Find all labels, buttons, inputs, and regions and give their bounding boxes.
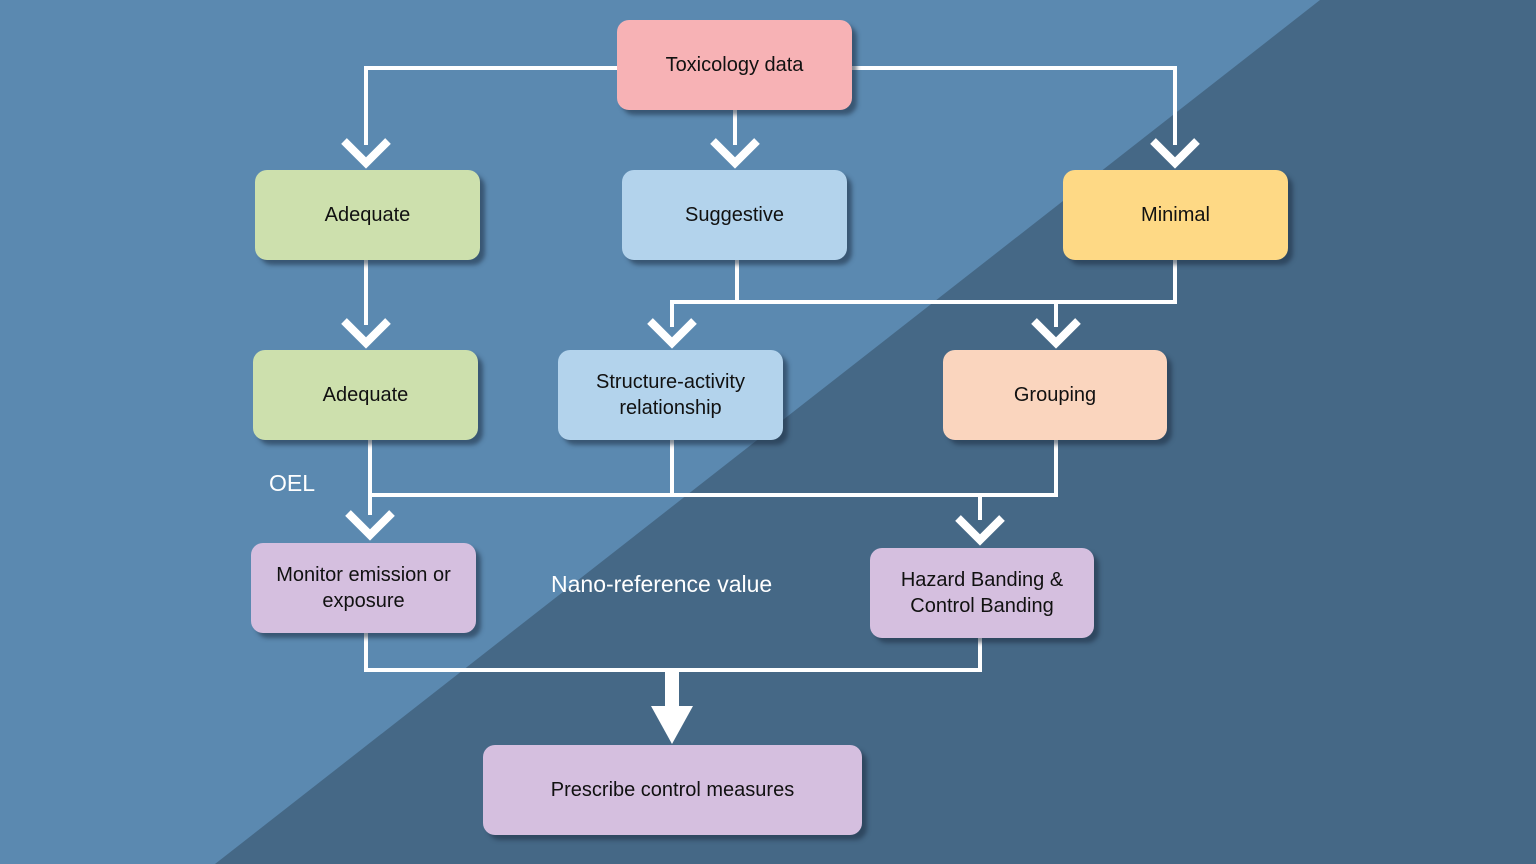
node-prescribe-control: Prescribe control measures bbox=[483, 745, 862, 835]
node-grouping: Grouping bbox=[943, 350, 1167, 440]
node-adequate-2: Adequate bbox=[253, 350, 478, 440]
node-suggestive: Suggestive bbox=[622, 170, 847, 260]
node-minimal: Minimal bbox=[1063, 170, 1288, 260]
node-adequate-1: Adequate bbox=[255, 170, 480, 260]
node-label: Hazard Banding & Control Banding bbox=[900, 569, 1064, 617]
node-label: Adequate bbox=[324, 204, 411, 226]
node-label: Minimal bbox=[1141, 204, 1210, 226]
node-label: Suggestive bbox=[685, 204, 784, 226]
label-oel: OEL bbox=[269, 470, 316, 496]
node-label: Adequate bbox=[322, 384, 409, 406]
arrowheads bbox=[341, 138, 1200, 546]
node-label: Toxicology data bbox=[665, 54, 804, 76]
connector-tox-minimal bbox=[852, 66, 1177, 145]
label-nano-reference-value: Nano-reference value bbox=[551, 571, 773, 597]
main-arrow-head-icon bbox=[651, 706, 693, 744]
chevron-arrow-icon bbox=[341, 318, 391, 349]
main-arrow-shaft bbox=[665, 670, 679, 710]
node-label: Monitor emission or exposure bbox=[276, 564, 451, 612]
chevron-arrow-icon bbox=[341, 138, 391, 169]
chevron-arrow-icon bbox=[1150, 138, 1200, 169]
connectors bbox=[364, 66, 1177, 672]
chevron-arrow-icon bbox=[955, 515, 1005, 546]
chevron-arrow-icon bbox=[1031, 318, 1081, 349]
chevron-arrow-icon bbox=[647, 318, 697, 349]
node-structure-activity: Structure-activity relationship bbox=[558, 350, 783, 440]
connector-tox-adequate bbox=[364, 66, 617, 145]
chevron-arrow-icon bbox=[710, 138, 760, 169]
node-label: Grouping bbox=[1013, 384, 1097, 406]
node-label: Structure-activity relationship bbox=[596, 371, 745, 419]
node-hazard-banding: Hazard Banding & Control Banding bbox=[870, 548, 1094, 638]
connector-grouping bbox=[370, 440, 1058, 497]
chevron-arrow-icon bbox=[345, 510, 395, 541]
node-monitor-emission: Monitor emission or exposure bbox=[251, 543, 476, 633]
connector-minimal-sar bbox=[670, 260, 1177, 327]
node-toxicology-data: Toxicology data bbox=[617, 20, 852, 110]
node-label: Prescribe control measures bbox=[550, 779, 795, 801]
